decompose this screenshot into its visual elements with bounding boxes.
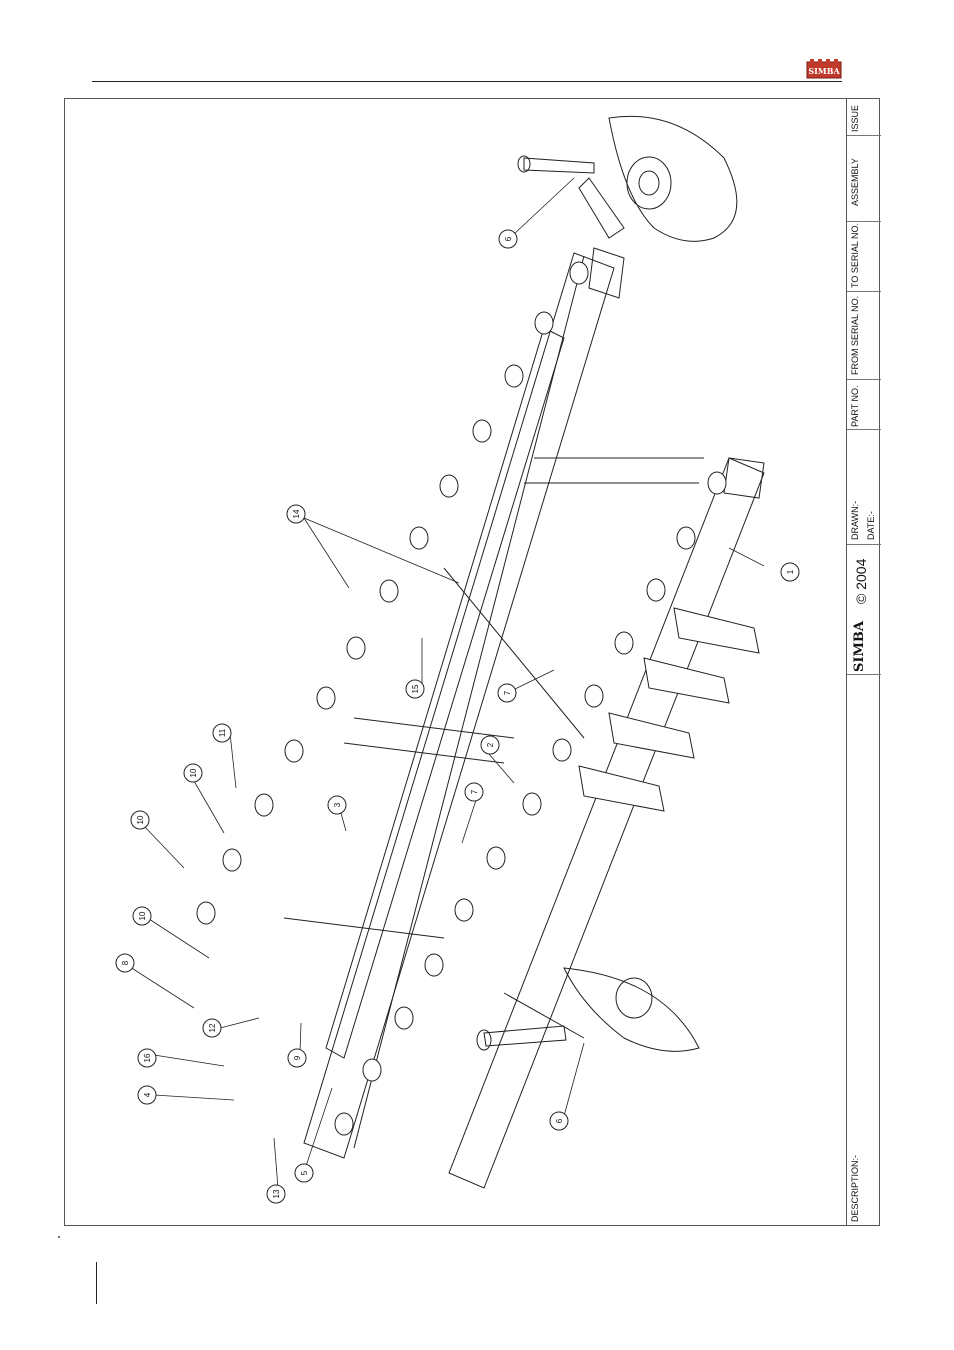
disc-assembly-bottom bbox=[477, 968, 699, 1051]
copyright-year: © 2004 bbox=[853, 559, 869, 604]
simba-title-logo: SIMBA bbox=[850, 620, 878, 674]
leg-plates bbox=[579, 608, 759, 811]
callout-label: 7 bbox=[470, 789, 479, 794]
callout-label: 2 bbox=[486, 742, 495, 747]
description-label: DESCRIPTION:- bbox=[850, 1155, 860, 1222]
lower-sleeves bbox=[335, 472, 726, 1135]
callout-label: 11 bbox=[218, 728, 227, 737]
frame-diagonal bbox=[326, 328, 564, 1058]
frame-bar-upper bbox=[304, 253, 614, 1158]
date-label: DATE:- bbox=[866, 511, 876, 540]
frame-bar-upper-inner bbox=[354, 256, 584, 1148]
callout-label: 3 bbox=[333, 802, 342, 807]
page-dot bbox=[58, 1236, 60, 1238]
issue-label: ISSUE bbox=[850, 105, 860, 132]
callout-label: 6 bbox=[504, 236, 513, 241]
frame-bar-lower bbox=[449, 458, 764, 1188]
callout-label: 8 bbox=[121, 960, 130, 965]
assembly-label: ASSEMBLY bbox=[850, 158, 860, 206]
upper-sleeves bbox=[197, 262, 588, 924]
callout-circles bbox=[116, 230, 799, 1203]
simba-logo: SIMBA bbox=[806, 58, 842, 80]
part-no-label: PART NO. bbox=[850, 385, 860, 427]
callout-label: 13 bbox=[272, 1189, 281, 1198]
callout-label: 10 bbox=[138, 911, 147, 920]
callout-label: 10 bbox=[189, 768, 198, 777]
drawn-label: DRAWN:- bbox=[850, 501, 860, 540]
callout-label: 16 bbox=[143, 1053, 152, 1062]
callout-label: 12 bbox=[208, 1023, 217, 1032]
callout-label: 4 bbox=[143, 1092, 152, 1097]
callout-label: 1 bbox=[786, 569, 795, 574]
cross-member-6 bbox=[444, 568, 584, 738]
assembly-drawing: 1 2 3 4 5 6 6 7 7 8 9 10 10 10 11 12 13 … bbox=[64, 98, 846, 1226]
callout-label: 5 bbox=[300, 1170, 309, 1175]
header-rule bbox=[92, 81, 842, 82]
simba-title-text: SIMBA bbox=[852, 621, 867, 672]
from-serial-label: FROM SERIAL NO. bbox=[850, 296, 860, 375]
callout-label: 10 bbox=[136, 815, 145, 824]
cross-member-3 bbox=[354, 718, 514, 738]
to-serial-label: TO SERIAL NO. bbox=[850, 223, 860, 288]
disc-assembly-top bbox=[518, 116, 737, 241]
callout-label: 15 bbox=[411, 684, 420, 693]
frame-end-top bbox=[589, 248, 624, 298]
callout-label: 6 bbox=[555, 1118, 564, 1123]
margin-rule bbox=[96, 1262, 97, 1304]
callout-label: 14 bbox=[292, 509, 301, 518]
callout-label: 7 bbox=[503, 690, 512, 695]
callout-label: 9 bbox=[293, 1055, 302, 1060]
logo-text: SIMBA bbox=[808, 66, 840, 76]
callout-labels: 1 2 3 4 5 6 6 7 7 8 9 10 10 10 11 12 13 … bbox=[121, 236, 795, 1198]
